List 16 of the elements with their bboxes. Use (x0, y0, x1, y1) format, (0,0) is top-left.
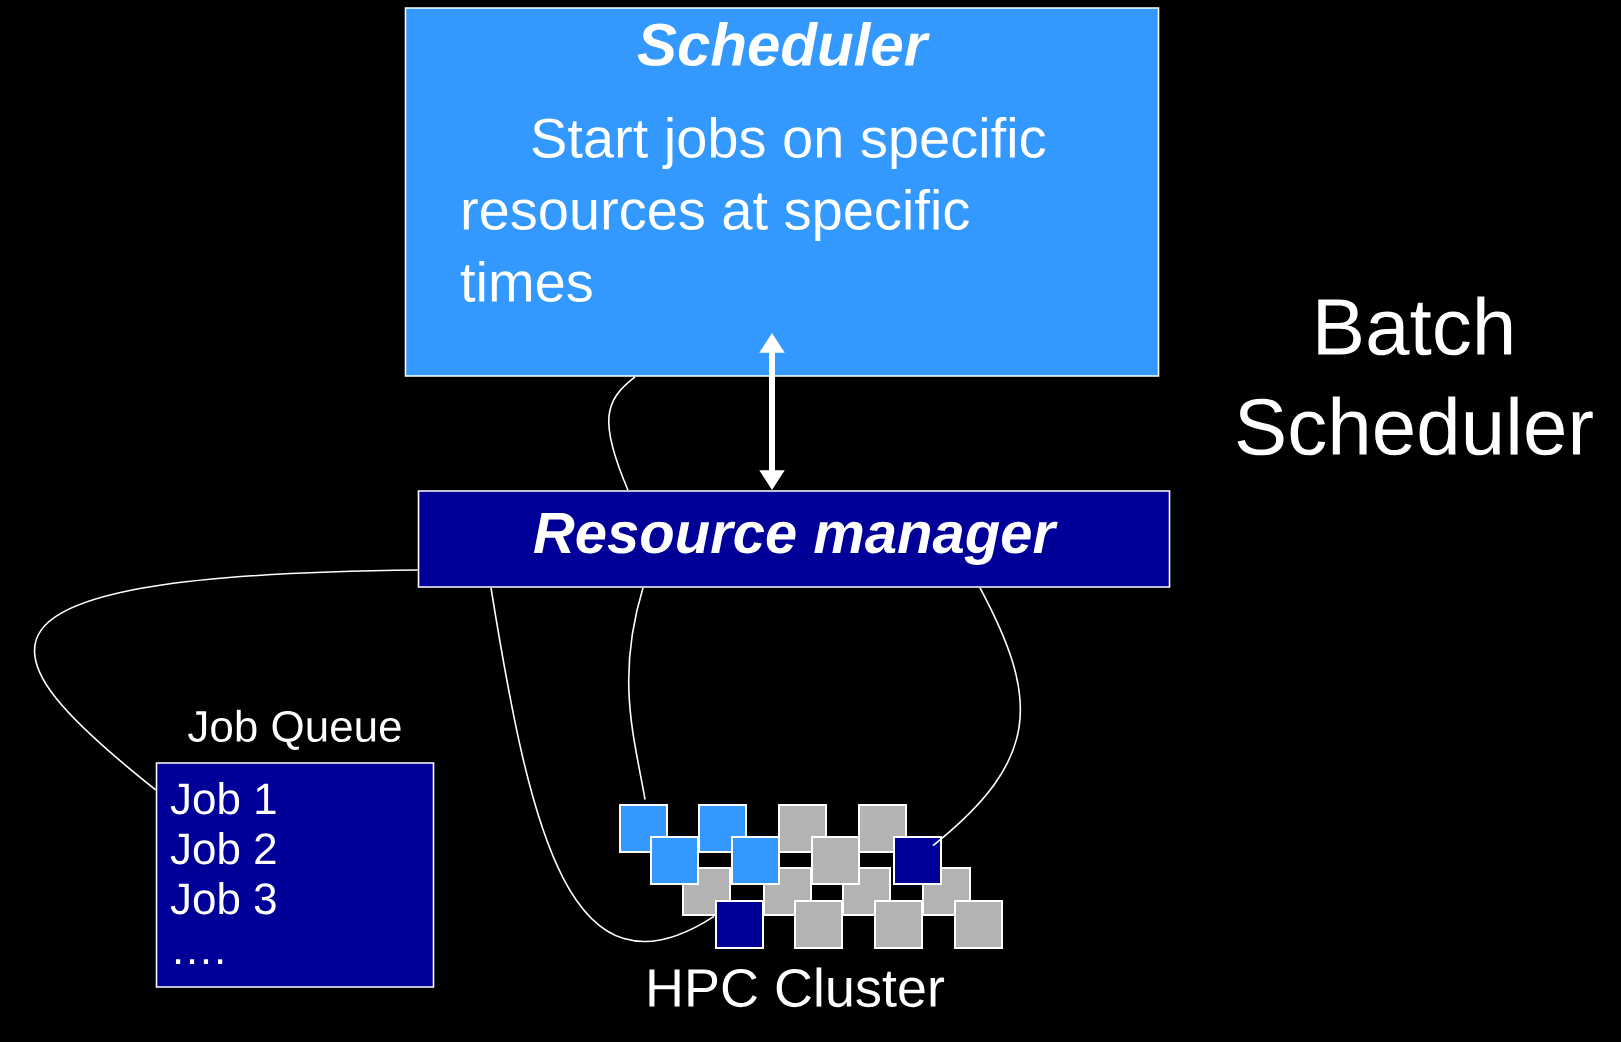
scheduler-box: Scheduler Start jobs on specific resources at specific times (404, 7, 1160, 377)
node-label: Job 1 (170, 782, 276, 815)
connector-line (33, 569, 419, 791)
job-queue-box: Job 1 Job 2 Job 3 …. (155, 762, 435, 988)
node-label: Job 2 (170, 832, 276, 865)
resource-manager-box: Resource manager (417, 490, 1171, 588)
connector-line (628, 587, 646, 801)
connector-line (607, 376, 636, 491)
side-label: Batch Scheduler (1237, 296, 1593, 456)
cluster-drawing: HPC Cluster (619, 804, 1003, 1008)
connector-line (490, 587, 715, 943)
list-heading: Job Queue (188, 709, 401, 750)
node-label: HPC Cluster (649, 967, 945, 1008)
connector-line (932, 587, 1022, 847)
node-label: …. (175, 959, 223, 964)
node-label: Job 3 (170, 882, 276, 915)
